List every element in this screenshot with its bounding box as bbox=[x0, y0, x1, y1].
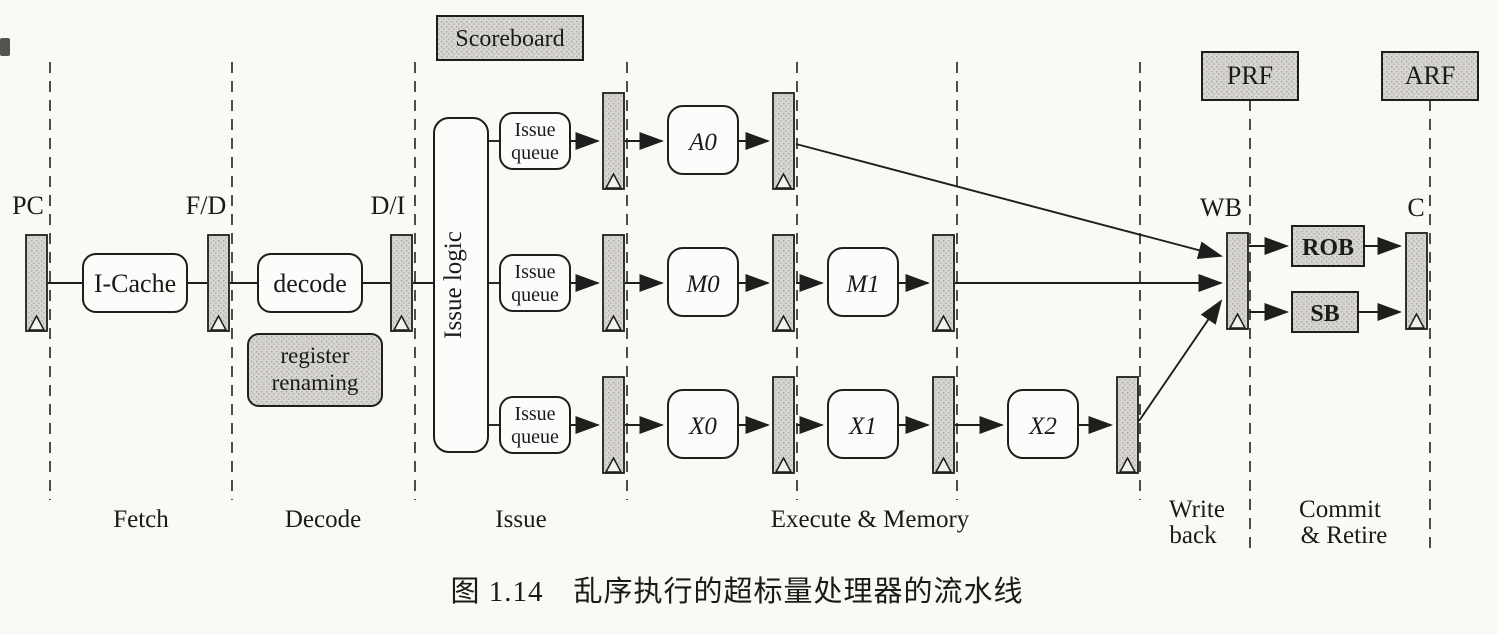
arf-box bbox=[1381, 51, 1479, 101]
register-renaming-block bbox=[247, 333, 383, 407]
stage-boundary-lines bbox=[49, 62, 1431, 548]
pipeline-register-ex3-x bbox=[1117, 377, 1138, 473]
functional-blocks: I-Cache decode register renaming Issue l… bbox=[82, 105, 1365, 459]
mem-m0-label: M0 bbox=[685, 271, 720, 298]
issue-queue-m-block bbox=[499, 254, 571, 312]
pipeline-register-pc bbox=[26, 235, 47, 331]
issue-logic-block bbox=[433, 117, 489, 453]
issue-logic-label: Issue logic bbox=[440, 231, 467, 339]
decode-label: decode bbox=[273, 269, 347, 298]
mem-m0-block bbox=[667, 247, 739, 317]
decode-block bbox=[257, 253, 363, 313]
issue-queue-a-label-line2: queue bbox=[511, 142, 559, 164]
register-labels: PC F/D D/I WB C bbox=[12, 191, 1425, 222]
register-renaming-label-line2: renaming bbox=[272, 370, 359, 395]
fd-label: F/D bbox=[186, 191, 226, 220]
issue-queue-x-label-line1: Issue bbox=[514, 403, 555, 425]
sb-block bbox=[1291, 291, 1359, 333]
stage-commit-label-line2: & Retire bbox=[1301, 522, 1388, 549]
alu-a0-label: A0 bbox=[687, 129, 717, 156]
register-renaming-label-line1: register bbox=[281, 343, 350, 368]
arrow-x-to-wb bbox=[1138, 299, 1223, 422]
pipeline-register-di bbox=[391, 235, 412, 331]
exec-x0-block bbox=[667, 389, 739, 459]
stage-commit-label-line1: Commit bbox=[1299, 496, 1381, 523]
pipeline-register-issue-a bbox=[603, 93, 624, 189]
pipeline-register-issue-x bbox=[603, 377, 624, 473]
exec-x1-label: X1 bbox=[848, 413, 877, 440]
exec-x2-block bbox=[1007, 389, 1079, 459]
exec-x2-label: X2 bbox=[1028, 413, 1057, 440]
issue-queue-x-label-line2: queue bbox=[511, 426, 559, 448]
exec-x1-block bbox=[827, 389, 899, 459]
pipeline-register-ex2-x bbox=[933, 377, 954, 473]
icache-label: I-Cache bbox=[94, 269, 176, 298]
stage-decode-label: Decode bbox=[285, 506, 361, 533]
arf-label: ARF bbox=[1405, 61, 1456, 90]
pipeline-register-issue-m bbox=[603, 235, 624, 331]
pipeline-register-fd bbox=[208, 235, 229, 331]
pipeline-register-c bbox=[1406, 233, 1427, 329]
prf-label: PRF bbox=[1227, 61, 1273, 90]
stage-issue-label: Issue bbox=[495, 506, 546, 533]
pipeline-register-ex1-a bbox=[773, 93, 794, 189]
rob-label: ROB bbox=[1302, 235, 1354, 261]
issue-queue-m-label-line2: queue bbox=[511, 284, 559, 306]
scan-artifact bbox=[0, 38, 10, 56]
pipeline-register-wb bbox=[1227, 233, 1248, 329]
arrow-a0-to-wb bbox=[795, 143, 1223, 259]
pipeline-register-ex2-m bbox=[933, 235, 954, 331]
prf-box bbox=[1201, 51, 1299, 101]
connector-lines bbox=[48, 140, 500, 426]
alu-a0-block bbox=[667, 105, 739, 175]
figure-caption: 图 1.14 乱序执行的超标量处理器的流水线 bbox=[450, 575, 1023, 608]
sb-label: SB bbox=[1310, 301, 1339, 327]
icache-block bbox=[82, 253, 188, 313]
stage-writeback-label-line2: back bbox=[1169, 522, 1217, 549]
title-boxes: Scoreboard PRF ARF bbox=[436, 15, 1479, 101]
mem-m1-block bbox=[827, 247, 899, 317]
stage-writeback-label-line1: Write bbox=[1169, 496, 1225, 523]
issue-queue-x-block bbox=[499, 396, 571, 454]
issue-queue-a-label-line1: Issue bbox=[514, 119, 555, 141]
pc-label: PC bbox=[12, 191, 44, 220]
scoreboard-box bbox=[436, 15, 584, 61]
mem-m1-label: M1 bbox=[845, 271, 879, 298]
rob-block bbox=[1291, 225, 1365, 267]
issue-queue-a-block bbox=[499, 112, 571, 170]
pipeline-register-ex1-m bbox=[773, 235, 794, 331]
stage-execute-label: Execute & Memory bbox=[771, 506, 970, 533]
pipeline-register-ex1-x bbox=[773, 377, 794, 473]
wb-label: WB bbox=[1200, 193, 1242, 222]
stage-labels: Fetch Decode Issue Execute & Memory Writ… bbox=[113, 496, 1387, 549]
c-label: C bbox=[1407, 193, 1424, 222]
stage-fetch-label: Fetch bbox=[113, 506, 169, 533]
scoreboard-label: Scoreboard bbox=[455, 26, 564, 52]
issue-queue-m-label-line1: Issue bbox=[514, 261, 555, 283]
flow-arrows bbox=[570, 131, 1403, 435]
di-label: D/I bbox=[371, 191, 406, 220]
exec-x0-label: X0 bbox=[688, 413, 717, 440]
